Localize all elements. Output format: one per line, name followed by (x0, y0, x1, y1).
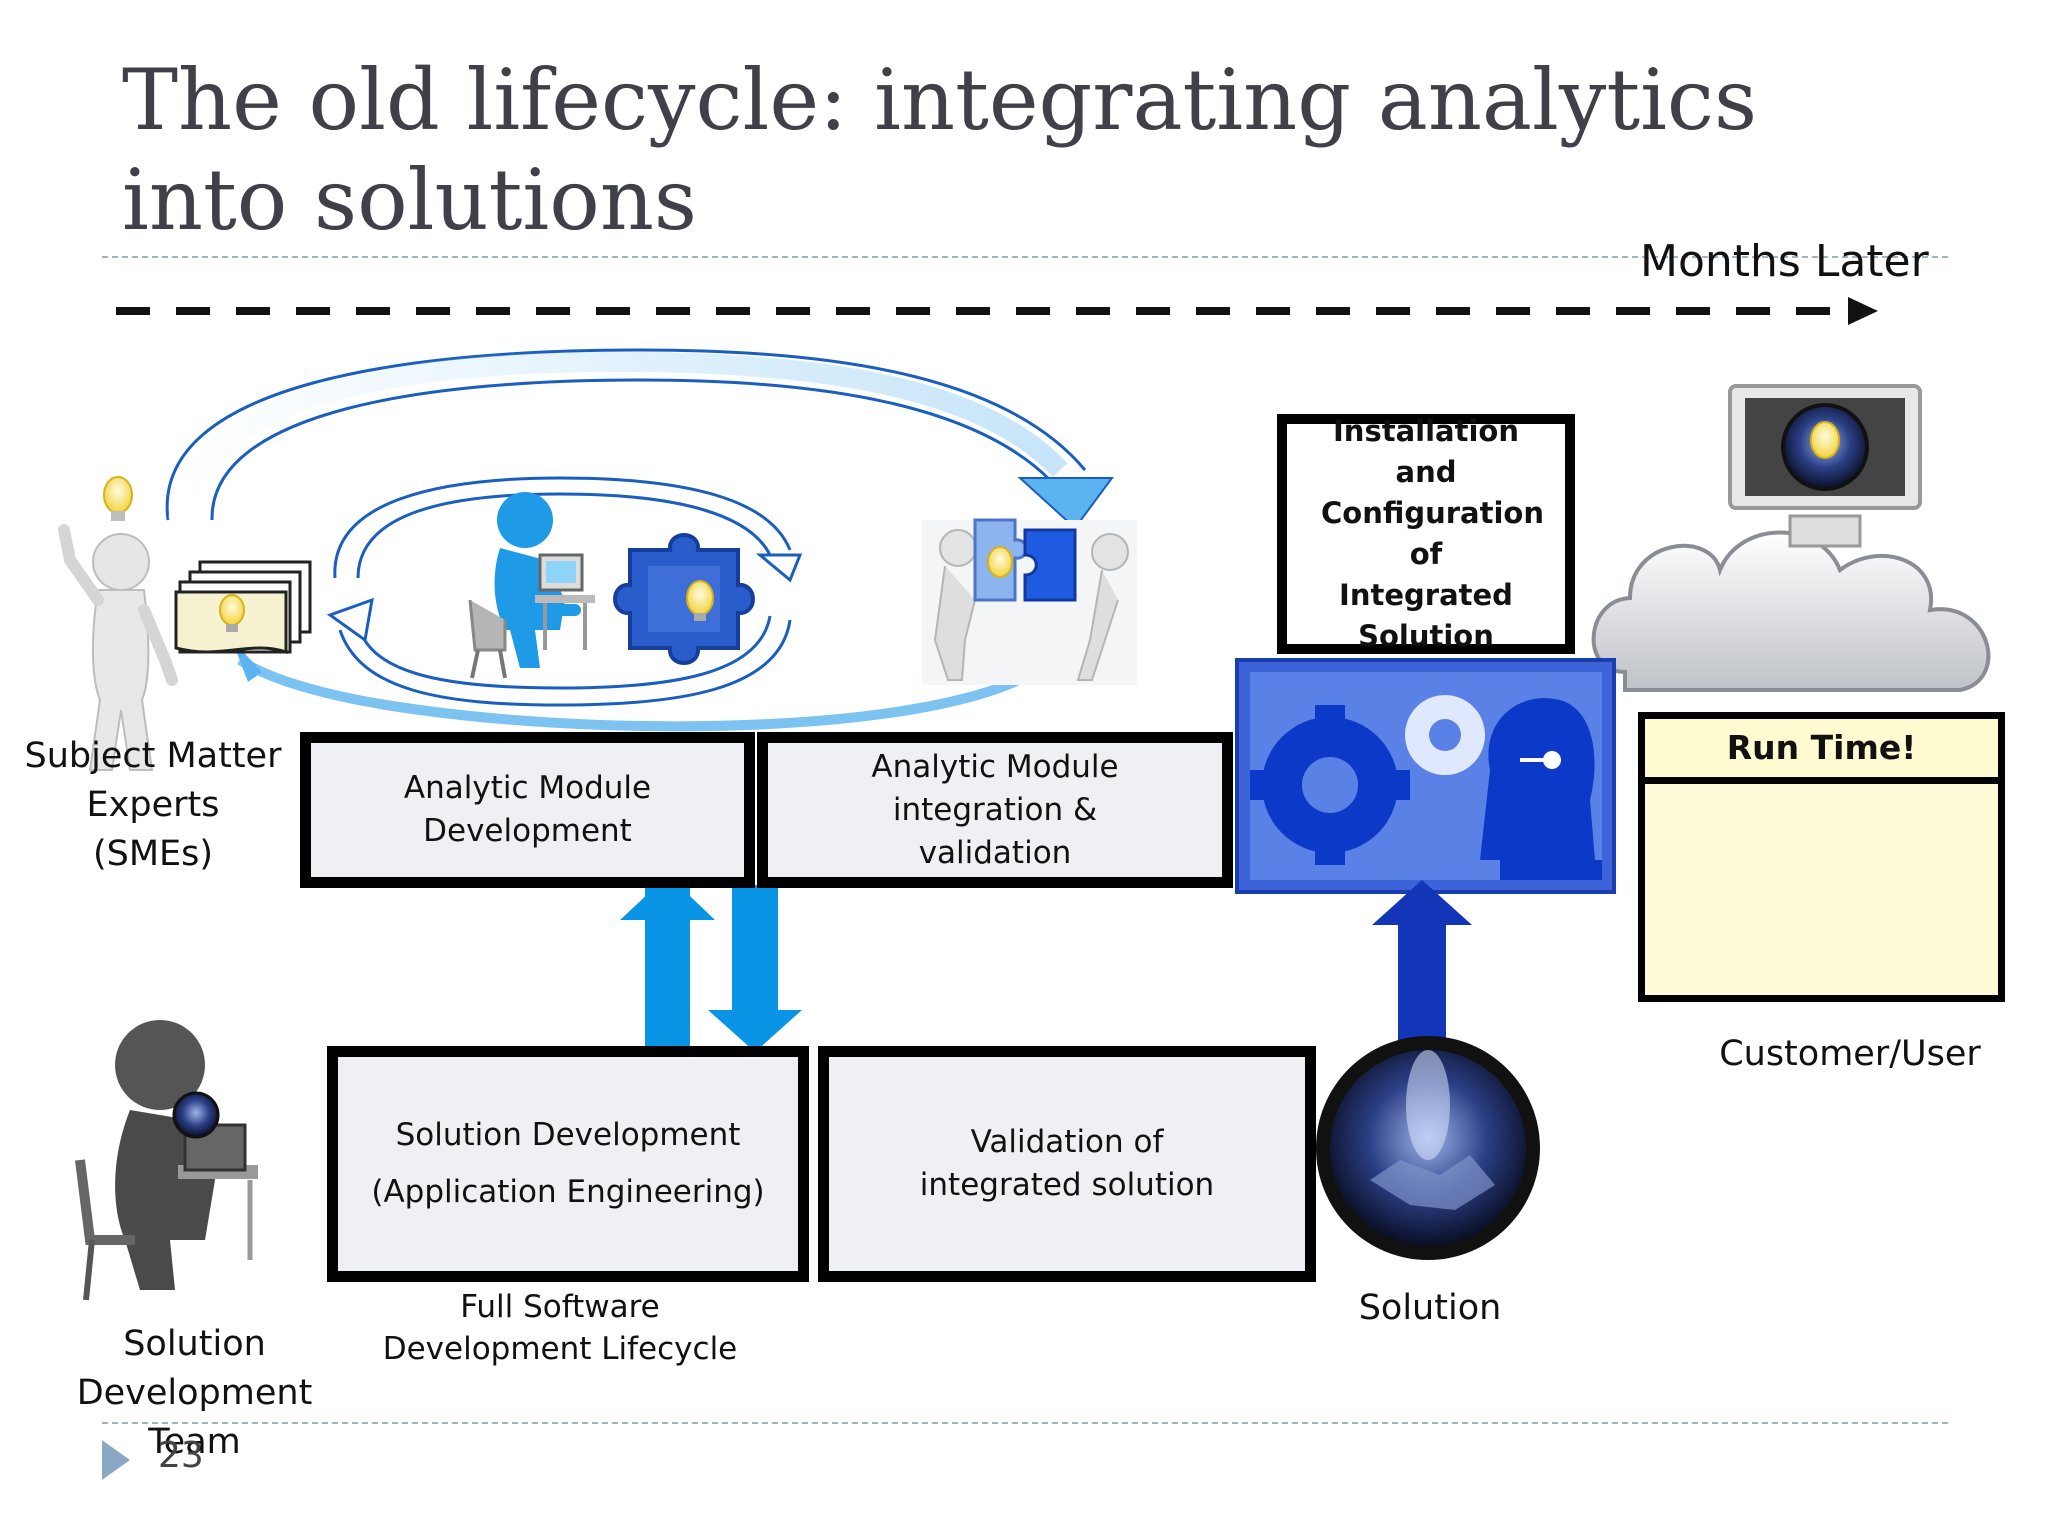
run-time-header: Run Time! (1645, 719, 1998, 784)
dev-team-figure-icon (75, 1020, 258, 1301)
validation-label: Validation of integrated solution (919, 1124, 1215, 1203)
analytic-module-integration-label: Analytic Module integration & validation (871, 748, 1119, 871)
months-later-label: Months Later (1640, 236, 1929, 287)
analytic-module-development-box: Analytic Module Development (300, 732, 755, 888)
title-divider (102, 256, 1948, 258)
cloud-computer-icon (1591, 384, 1991, 692)
gears-and-head-icon (1235, 658, 1616, 894)
analytic-module-development-label: Analytic Module Development (403, 770, 652, 849)
dev-team-label: Solution Development Team (76, 1324, 313, 1462)
figures-joining-puzzle-icon (922, 518, 1137, 685)
run-time-panel: Run Time! (1638, 712, 2005, 1002)
puzzle-piece-icon (613, 533, 755, 665)
lightbulb-icon (103, 476, 133, 521)
full-sdlc-label: Full Software Development Lifecycle (382, 1289, 738, 1367)
timeline-arrow (116, 297, 1878, 325)
application-engineering-label: (Application Engineering) (371, 1174, 765, 1210)
solution-up-arrow (1372, 880, 1472, 1045)
installation-label: Installation and Configuration of Integr… (1321, 414, 1544, 653)
developer-at-laptop-icon (468, 492, 595, 679)
slide-bullet-icon (102, 1440, 130, 1480)
solution-orb-icon (1316, 1036, 1540, 1260)
bidirectional-arrows (620, 875, 802, 1052)
solution-development-box: Solution Development (Application Engine… (327, 1046, 809, 1282)
solution-development-label: Solution Development (395, 1117, 741, 1153)
solution-label: Solution (1358, 1288, 1502, 1328)
documents-icon (174, 560, 312, 655)
page-number: 23 (158, 1435, 204, 1476)
analytic-module-integration-box: Analytic Module integration & validation (757, 732, 1233, 888)
installation-box: Installation and Configuration of Integr… (1277, 414, 1575, 654)
slide-title: The old lifecycle: integrating analytics… (122, 51, 1758, 249)
inner-cycle-arrows (326, 476, 803, 707)
customer-user-label: Customer/User (1719, 1034, 1981, 1074)
footer-divider (102, 1422, 1948, 1424)
sme-figure-icon (58, 524, 178, 771)
outer-loop-arrow (165, 348, 1114, 530)
validation-box: Validation of integrated solution (818, 1046, 1316, 1282)
smes-label: Subject Matter Experts (SMEs) (24, 736, 282, 874)
